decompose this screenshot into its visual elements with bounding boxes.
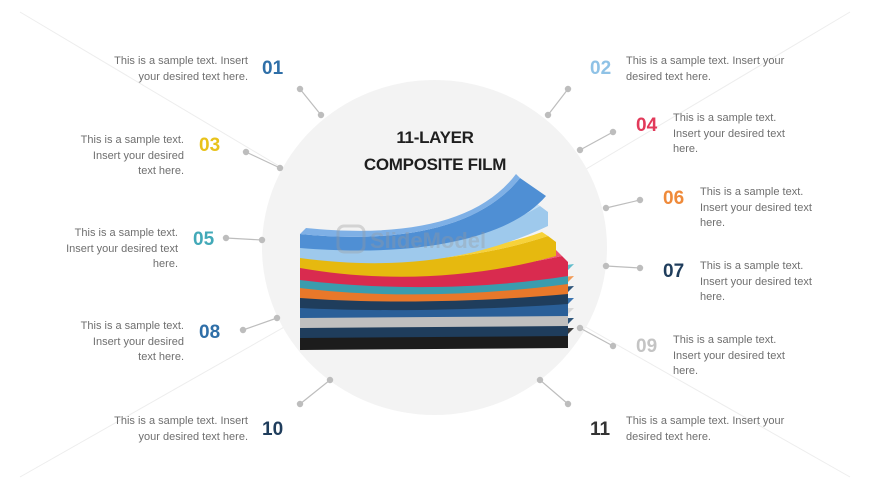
title-line-1: 11-LAYER: [396, 128, 474, 147]
item-09-number: 09: [636, 336, 658, 357]
item-02-number: 02: [590, 58, 612, 79]
item-10-text: This is a sample text. Insert your desir…: [114, 415, 248, 443]
item-03-text: This is a sample text. Insert your desir…: [80, 134, 184, 177]
item-11-number: 11: [590, 419, 611, 440]
layer-01: [300, 174, 546, 251]
item-05-text: This is a sample text. Insert your desir…: [66, 227, 178, 270]
item-03-number: 03: [199, 135, 221, 156]
item-07-number: 07: [663, 261, 685, 282]
item-04-number: 04: [636, 115, 658, 136]
item-07-text: This is a sample text. Insert your desir…: [700, 260, 812, 303]
item-05-number: 05: [193, 229, 215, 250]
item-04-text: This is a sample text. Insert your desir…: [673, 112, 785, 155]
item-08-number: 08: [199, 322, 221, 343]
item-01-text: This is a sample text. Insert your desir…: [114, 55, 248, 83]
item-06-number: 06: [663, 188, 685, 209]
diagram-title: 11-LAYER COMPOSITE FILM: [330, 124, 540, 178]
item-11-text: This is a sample text. Insert your desir…: [626, 415, 785, 443]
item-01-number: 01: [262, 58, 284, 79]
item-08-text: This is a sample text. Insert your desir…: [80, 320, 184, 363]
item-09-text: This is a sample text. Insert your desir…: [673, 334, 785, 377]
item-02-text: This is a sample text. Insert your desir…: [626, 55, 785, 83]
item-06-text: This is a sample text. Insert your desir…: [700, 186, 812, 229]
watermark-text: SlideModel: [370, 228, 486, 253]
watermark: SlideModel: [336, 224, 486, 254]
item-10-number: 10: [262, 419, 284, 440]
title-line-2: COMPOSITE FILM: [363, 155, 507, 174]
